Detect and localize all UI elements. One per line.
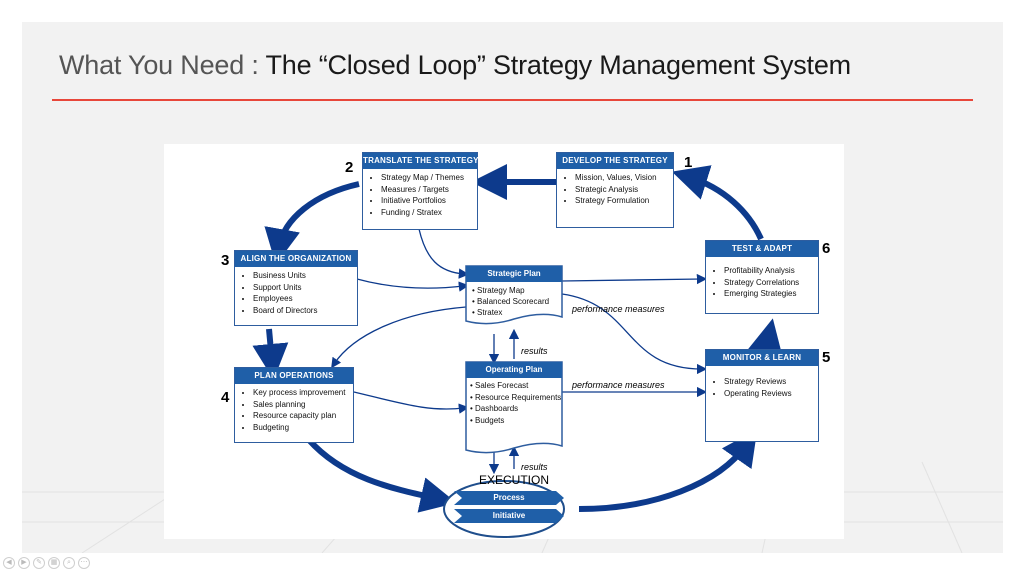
process-chevron [454,491,564,505]
translate-list: Strategy Map / Themes Measures / Targets… [363,172,477,218]
monitor-list: Strategy Reviews Operating Reviews [706,376,818,399]
execution-title: EXECUTION [479,473,550,487]
planops-list: Key process improvement Sales planning R… [235,387,353,433]
strategic-plan-header: Strategic Plan [487,269,541,278]
planops-header: PLAN OPERATIONS [235,368,353,384]
performance-measures-label-top: performance measures [572,304,665,314]
translate-item: Funding / Stratex [381,207,477,219]
title-underline [52,99,973,101]
translate-header: TRANSLATE THE STRATEGY [363,153,478,169]
monitor-item: Operating Reviews [724,388,818,400]
arrow-planops-to-execution [306,437,457,513]
monitor-item: Strategy Reviews [724,376,818,388]
strategic-plan-item: • Stratex [472,308,503,317]
develop-item: Strategic Analysis [575,184,673,196]
planops-item: Budgeting [253,422,353,434]
align-list: Business Units Support Units Employees B… [235,270,357,316]
align-item: Business Units [253,270,357,282]
closed-loop-diagram: DEVELOP THE STRATEGY Mission, Values, Vi… [164,144,844,539]
align-header: ALIGN THE ORGANIZATION [235,251,357,267]
test-adapt-box: TEST & ADAPT Profitability Analysis Stra… [705,240,819,314]
step-number-3: 3 [221,252,230,269]
strategic-plan-doc: Strategic Plan • Strategy Map • Balanced… [466,266,562,318]
planops-item: Resource capacity plan [253,410,353,422]
initiative-chevron [454,509,564,523]
develop-item: Strategy Formulation [575,195,673,207]
arrow-planops-to-operating [353,391,470,414]
process-label: Process [493,493,525,502]
strategic-plan-item: • Balanced Scorecard [472,297,550,306]
initiative-label: Initiative [492,511,526,520]
diagram-arrows [252,164,783,538]
step-number-2: 2 [345,159,354,176]
develop-header: DEVELOP THE STRATEGY [557,153,673,169]
develop-item: Mission, Values, Vision [575,172,673,184]
presentation-controls: ◀ ▶ ✎ ▦ ⌕ ⋯ [3,557,90,569]
monitor-header: MONITOR & LEARN [706,350,818,366]
results-label-top: results [521,346,548,356]
planops-item: Key process improvement [253,387,353,399]
translate-item: Initiative Portfolios [381,195,477,207]
develop-list: Mission, Values, Vision Strategic Analys… [557,172,673,207]
results-label-bottom: results [521,462,548,472]
pen-icon[interactable]: ✎ [33,557,45,569]
translate-item: Measures / Targets [381,184,477,196]
align-item: Employees [253,293,357,305]
strategic-plan-item: • Strategy Map [472,286,525,295]
step-number-5: 5 [822,349,831,366]
monitor-learn-box: MONITOR & LEARN Strategy Reviews Operati… [705,349,819,442]
slide: What You Need : The “Closed Loop” Strate… [22,22,1003,553]
step-number-6: 6 [822,240,831,257]
operating-plan-doc: Operating Plan • Sales Forecast • Resour… [466,362,562,426]
operating-plan-list: • Sales Forecast • Resource Requirements… [466,378,562,426]
operating-plan-item: • Dashboards [470,404,519,413]
next-icon[interactable]: ▶ [18,557,30,569]
align-item: Board of Directors [253,305,357,317]
develop-strategy-box: DEVELOP THE STRATEGY Mission, Values, Vi… [556,152,674,228]
translate-item: Strategy Map / Themes [381,172,477,184]
align-item: Support Units [253,282,357,294]
translate-strategy-box: TRANSLATE THE STRATEGY Strategy Map / Th… [362,152,478,230]
slide-title: What You Need : The “Closed Loop” Strate… [59,50,851,81]
operating-plan-item: • Resource Requirements [470,392,562,402]
performance-measures-label-bottom: performance measures [572,380,665,390]
arrow-align-to-planops [252,328,289,380]
test-item: Profitability Analysis [724,265,818,277]
step-number-1: 1 [684,154,693,171]
zoom-icon[interactable]: ⌕ [63,557,75,569]
test-header: TEST & ADAPT [706,241,818,257]
arrow-translate-to-align [264,181,360,265]
test-item: Emerging Strategies [724,288,818,300]
arrow-test-to-develop [671,165,764,241]
test-list: Profitability Analysis Strategy Correlat… [706,265,818,300]
arrow-execution-to-monitor [578,429,758,512]
arrow-strategic-to-monitor [561,293,708,375]
more-icon[interactable]: ⋯ [78,557,90,569]
operating-plan-item: • Sales Forecast [470,381,529,390]
operating-plan-item: • Budgets [470,415,505,425]
step-number-4: 4 [221,389,230,406]
strategic-plan-list: • Strategy Map • Balanced Scorecard • St… [466,282,562,318]
prev-icon[interactable]: ◀ [3,557,15,569]
test-item: Strategy Correlations [724,277,818,289]
operating-plan-shape [465,361,563,454]
arrow-strategic-to-test [561,273,708,285]
arrow-align-to-strategic [356,278,470,292]
operating-plan-header: Operating Plan [485,365,543,374]
planops-item: Sales planning [253,399,353,411]
arrow-strategic-to-planops [331,306,467,369]
title-main: The “Closed Loop” Strategy Management Sy… [265,50,851,80]
slides-icon[interactable]: ▦ [48,557,60,569]
arrow-translate-to-strategic [418,228,470,279]
title-prefix: What You Need : [59,50,266,80]
align-organization-box: ALIGN THE ORGANIZATION Business Units Su… [234,250,358,326]
plan-operations-box: PLAN OPERATIONS Key process improvement … [234,367,354,443]
